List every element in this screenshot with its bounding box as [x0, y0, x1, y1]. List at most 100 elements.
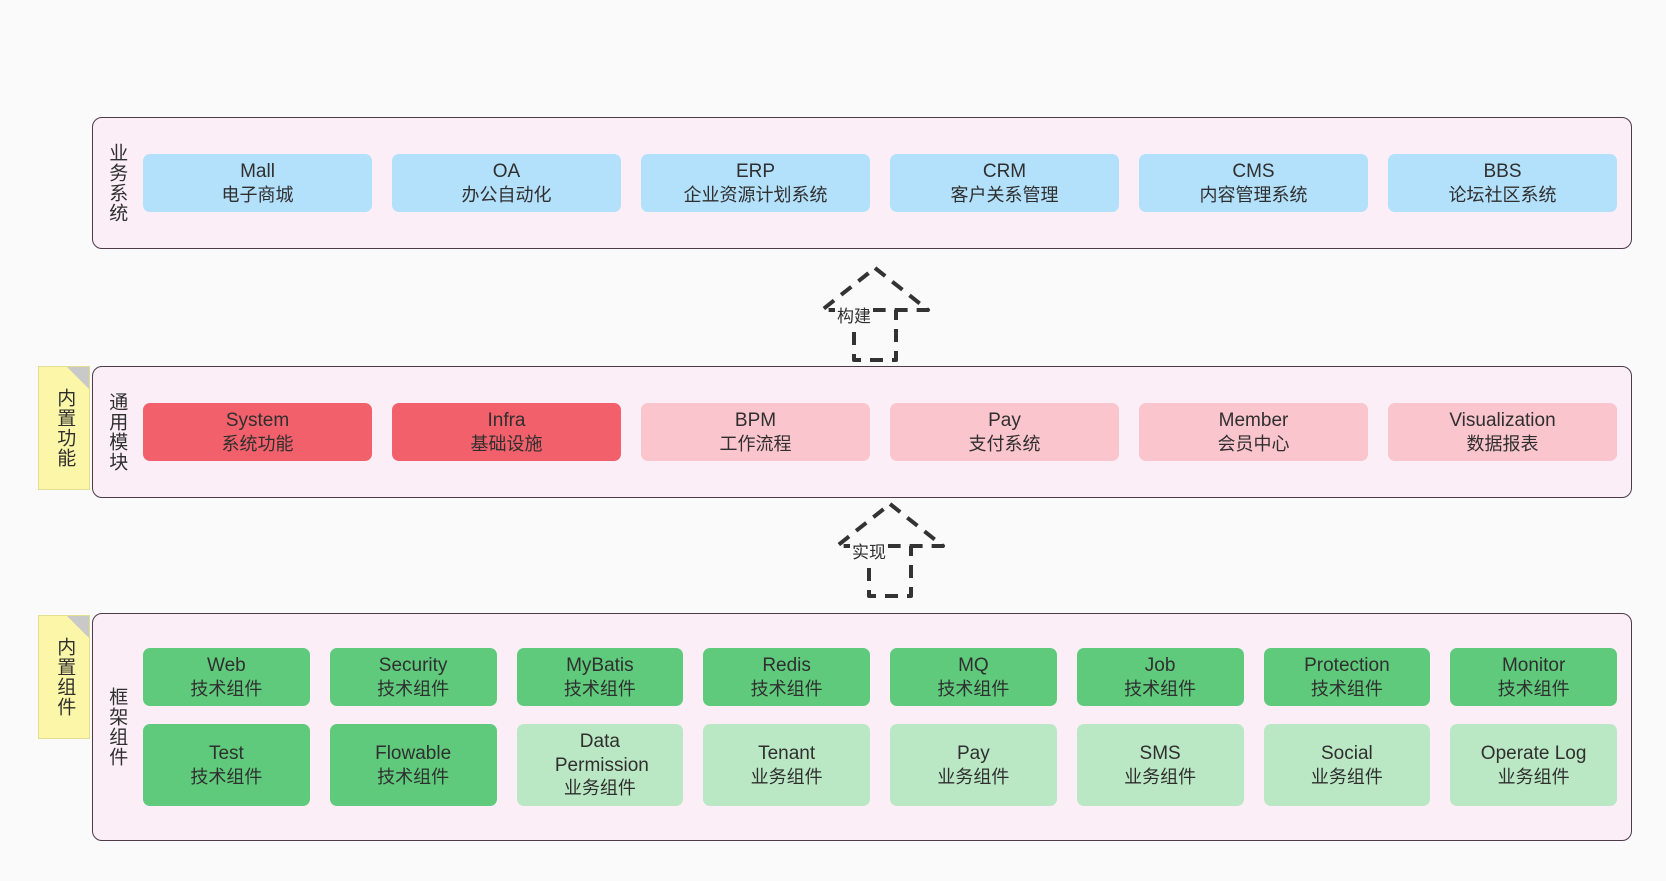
card-subtitle: 技术组件 — [190, 766, 263, 787]
card-oa[interactable]: OA 办公自动化 — [392, 154, 621, 212]
card-subtitle: 系统功能 — [221, 433, 294, 454]
card-title: System — [225, 410, 290, 432]
card-bbs[interactable]: BBS 论坛社区系统 — [1388, 154, 1617, 212]
layer-business-systems: 业务系统 Mall 电子商城 OA 办公自动化 ERP 企业资源计划系统 CRM… — [92, 117, 1632, 249]
card-subtitle: 基础设施 — [470, 433, 543, 454]
card-monitor[interactable]: Monitor 技术组件 — [1450, 648, 1617, 707]
card-title: BPM — [734, 410, 777, 432]
card-title: Job — [1144, 655, 1176, 677]
note-label: 内置功能 — [54, 388, 76, 468]
card-title: CMS — [1232, 161, 1275, 183]
card-title: Pay — [988, 410, 1021, 432]
layer-body-business-systems: Mall 电子商城 OA 办公自动化 ERP 企业资源计划系统 CRM 客户关系… — [139, 118, 1631, 248]
card-title: Visualization — [1449, 410, 1556, 432]
card-title: ERP — [735, 161, 776, 183]
card-subtitle: 技术组件 — [563, 678, 636, 699]
card-subtitle: 技术组件 — [377, 678, 450, 699]
card-title: MyBatis — [566, 655, 634, 677]
card-mall[interactable]: Mall 电子商城 — [143, 154, 372, 212]
card-subtitle: 支付系统 — [968, 433, 1041, 454]
note-label: 内置组件 — [54, 637, 76, 717]
layer-body-common-modules: System 系统功能 Infra 基础设施 BPM 工作流程 Pay 支付系统… — [139, 367, 1631, 497]
card-subtitle: 技术组件 — [1124, 678, 1197, 699]
card-subtitle: 技术组件 — [750, 678, 823, 699]
card-data-permission[interactable]: Data Permission 业务组件 — [516, 724, 684, 806]
card-title: BBS — [1483, 161, 1522, 183]
card-infra[interactable]: Infra 基础设施 — [392, 403, 621, 461]
card-subtitle: 技术组件 — [1497, 678, 1570, 699]
card-flowable[interactable]: Flowable 技术组件 — [329, 724, 497, 806]
card-social[interactable]: Social 业务组件 — [1263, 724, 1431, 806]
sticky-note-builtin-functions: 内置功能 — [38, 366, 90, 490]
card-subtitle: 业务组件 — [1310, 766, 1383, 787]
card-visualization[interactable]: Visualization 数据报表 — [1388, 403, 1617, 461]
card-subtitle: 客户关系管理 — [950, 184, 1059, 205]
card-tenant[interactable]: Tenant 业务组件 — [703, 724, 870, 806]
card-subtitle: 论坛社区系统 — [1448, 184, 1557, 205]
card-title: Flowable — [375, 742, 452, 764]
layer-title-common-modules: 通用模块 — [106, 392, 128, 472]
card-security[interactable]: Security 技术组件 — [329, 648, 497, 707]
card-crm[interactable]: CRM 客户关系管理 — [890, 154, 1119, 212]
card-cms[interactable]: CMS 内容管理系统 — [1139, 154, 1368, 212]
card-row: Mall 电子商城 OA 办公自动化 ERP 企业资源计划系统 CRM 客户关系… — [143, 154, 1617, 212]
card-erp[interactable]: ERP 企业资源计划系统 — [641, 154, 870, 212]
card-subtitle: 业务组件 — [1497, 766, 1570, 787]
card-subtitle: 数据报表 — [1466, 433, 1539, 454]
card-mq[interactable]: MQ 技术组件 — [890, 648, 1057, 707]
card-subtitle: 业务组件 — [937, 766, 1010, 787]
layer-common-modules: 通用模块 System 系统功能 Infra 基础设施 BPM 工作流程 Pay… — [92, 366, 1632, 498]
layer-title-business-systems: 业务系统 — [106, 143, 128, 223]
card-title: Data Permission — [554, 731, 649, 776]
card-pay-component[interactable]: Pay 业务组件 — [890, 724, 1057, 806]
card-subtitle: 技术组件 — [1310, 678, 1383, 699]
card-system[interactable]: System 系统功能 — [143, 403, 372, 461]
card-title: Web — [207, 655, 246, 677]
card-job[interactable]: Job 技术组件 — [1076, 648, 1244, 707]
card-title: Operate Log — [1480, 742, 1587, 764]
card-redis[interactable]: Redis 技术组件 — [703, 648, 870, 707]
card-subtitle: 办公自动化 — [461, 184, 552, 205]
card-subtitle: 业务组件 — [1124, 766, 1197, 787]
card-title: Monitor — [1501, 655, 1566, 677]
card-title: Social — [1321, 742, 1373, 764]
sticky-note-builtin-components: 内置组件 — [38, 615, 90, 739]
layer-title-framework-components: 框架组件 — [106, 687, 128, 767]
card-title: SMS — [1139, 742, 1181, 764]
card-row: System 系统功能 Infra 基础设施 BPM 工作流程 Pay 支付系统… — [143, 403, 1617, 461]
card-sms[interactable]: SMS 业务组件 — [1076, 724, 1244, 806]
card-pay[interactable]: Pay 支付系统 — [890, 403, 1119, 461]
layer-framework-components: 框架组件 Web 技术组件 Security 技术组件 MyBatis 技术组件… — [92, 613, 1632, 841]
card-title: Redis — [762, 655, 811, 677]
card-test[interactable]: Test 技术组件 — [143, 724, 310, 806]
card-title: Mall — [240, 161, 275, 183]
card-web[interactable]: Web 技术组件 — [143, 648, 310, 707]
card-subtitle: 工作流程 — [719, 433, 792, 454]
connector-implement: 实现 — [810, 500, 970, 600]
layer-body-framework-components: Web 技术组件 Security 技术组件 MyBatis 技术组件 Redi… — [139, 614, 1631, 840]
card-title: Member — [1218, 410, 1289, 432]
card-subtitle: 业务组件 — [750, 766, 823, 787]
card-row: Web 技术组件 Security 技术组件 MyBatis 技术组件 Redi… — [143, 648, 1617, 707]
card-subtitle: 电子商城 — [221, 184, 294, 205]
card-title: Tenant — [758, 742, 816, 764]
card-mybatis[interactable]: MyBatis 技术组件 — [516, 648, 684, 707]
card-title: Infra — [487, 410, 526, 432]
connector-build: 构建 — [795, 264, 955, 364]
card-title: MQ — [958, 655, 989, 677]
card-title: Pay — [957, 742, 990, 764]
card-protection[interactable]: Protection 技术组件 — [1263, 648, 1431, 707]
card-bpm[interactable]: BPM 工作流程 — [641, 403, 870, 461]
card-subtitle: 技术组件 — [377, 766, 450, 787]
card-subtitle: 技术组件 — [190, 678, 263, 699]
connector-label-build: 构建 — [835, 302, 873, 327]
card-title: OA — [492, 161, 521, 183]
card-member[interactable]: Member 会员中心 — [1139, 403, 1368, 461]
card-title: Security — [378, 655, 448, 677]
card-operate-log[interactable]: Operate Log 业务组件 — [1450, 724, 1617, 806]
card-row: Test 技术组件 Flowable 技术组件 Data Permission … — [143, 724, 1617, 806]
card-subtitle: 企业资源计划系统 — [683, 184, 828, 205]
card-title: Test — [208, 742, 244, 764]
card-subtitle: 会员中心 — [1217, 433, 1290, 454]
